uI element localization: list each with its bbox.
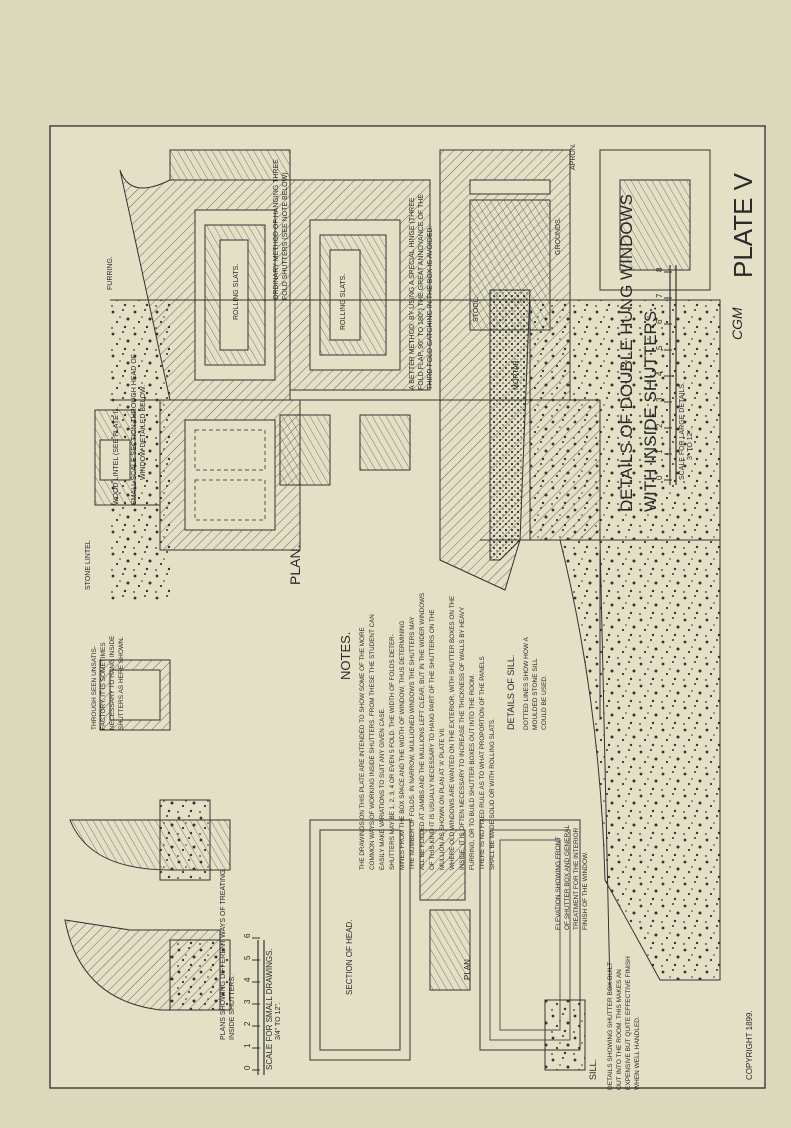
label-plans-showing-1: PLANS SHOWING DIFFERENT WAYS OF TREATING (220, 870, 227, 1040)
scale-large-ticks: 0 1 2 3 4 5 6 7 8 (655, 267, 672, 481)
scale-tick-label: 2 (243, 1021, 252, 1026)
label-details-sill: DETAILS OF SILL. (506, 655, 516, 730)
notes-line-10: WHERE OLD WINDOWS ARE WANTED ON THE EXTE… (449, 596, 456, 870)
label-elevation-4: FINISH OF THE WINDOW. (582, 851, 589, 930)
notes-line-13: THERE IS NO FIXED RULE AS TO WHAT PROPOR… (479, 656, 486, 870)
scale-tick-label: 4 (243, 977, 252, 982)
label-elevation-3: TREATMENT FOR THE INTERIOR (573, 827, 580, 930)
notes-line-2: COMMON WAYS OF WORKING INSIDE SHUTTERS. … (369, 614, 376, 870)
label-better-3: THIRD FOLD CATCHING IN THE BOX IS AVOIDE… (427, 225, 434, 390)
notes-line-14: SHALL BE MADE SOLID OR WITH ROLLING SLAT… (489, 718, 496, 870)
notes-line-1: THE DRAWINGS ON THIS PLATE ARE INTENDED … (359, 627, 366, 870)
scale-large-caption: SCALE FOR LARGE DETAILS. (679, 382, 686, 480)
monogram: CGM (729, 307, 745, 340)
scale-tick-label: 4 (655, 371, 664, 376)
label-small-scale-2: WINDOW DETAILED BELOW. (140, 385, 147, 480)
scale-tick-label: 3 (243, 999, 252, 1004)
label-section-head: SECTION OF HEAD. (345, 919, 354, 995)
scale-tick-label: 6 (655, 319, 664, 324)
title-line-2: WITH INSIDE SHUTTERS. (641, 306, 660, 512)
label-plan: PLAN. (287, 545, 303, 585)
scale-tick-label: 5 (243, 955, 252, 960)
scale-large (669, 265, 677, 485)
label-through-4: SHUTTERS AS HERE SHOWN. (118, 636, 125, 730)
label-small-scale-1: SMALL SCALE SECTION THROUGH HEAD OF (131, 354, 138, 505)
notes-heading: NOTES. (338, 632, 353, 680)
label-mortar: MORTAR. (513, 358, 520, 390)
label-dotted-3: COULD BE USED. (541, 675, 548, 730)
label-stool: STOOL. (473, 296, 480, 322)
label-stone-lintel: STONE LINTEL (85, 540, 92, 590)
label-dotted-1: DOTTED LINES SHOW HOW A (523, 637, 530, 730)
scale-tick-label: 6 (243, 933, 252, 938)
notes-line-7: ALL BE FOLDED AT JAMBS AND THE MULLIONS … (419, 593, 426, 870)
scale-tick-label: 1 (243, 1043, 252, 1048)
label-wood-lintel: WOOD LINTEL (SEE PLATE I). (113, 407, 120, 505)
small-head-section (94, 409, 160, 506)
label-details-box-2: OUT INTO THE ROOM. THIS MAKES AN (616, 969, 623, 1090)
scale-tick-label: 1 (655, 449, 664, 454)
label-through-2: FACTORY, IT IS SOMETIMES (100, 642, 107, 730)
notes-line-8: OF THIS KIND IT IS USUALLY NECESSARY TO … (429, 609, 436, 870)
label-elevation-1: ELEVATION SHOWING FRONT (555, 837, 562, 930)
label-sill: SILL. (588, 1059, 598, 1080)
label-dotted-2: MOULDED STONE SILL (532, 658, 539, 730)
label-elevation-2: OF SHUTTER BOX AND GENERAL (564, 825, 571, 930)
label-ordinary-2: FOLD SHUTTERS (SEE NOTE BELOW). (282, 170, 289, 300)
label-grounds: GROUNDS. (555, 217, 562, 255)
scale-small (257, 940, 265, 1075)
scale-small-caption: SCALE FOR SMALL DRAWINGS. (265, 948, 274, 1070)
label-plan-small: PLAN. (463, 957, 472, 980)
label-through-3: NECESSARY TO HANG INSIDE (109, 635, 116, 730)
label-ordinary-1: ORDINARY METHOD OF HANGING THREE (273, 159, 280, 300)
scale-large-ratio: 3" TO 12". (687, 428, 694, 460)
scale-tick-label: 5 (655, 345, 664, 350)
label-better-2: FOLD FLAP, 90° TO 180°) THE GREAT ANNOYA… (417, 194, 425, 390)
scale-small-ratio: 3/4" TO 12". (275, 1002, 282, 1040)
rotated-labels: PLATE V DETAILS OF DOUBLE HUNG WINDOWS W… (85, 143, 758, 1090)
scale-tick-label: 0 (655, 475, 664, 480)
label-details-box-3: EXPENSIVE BUT QUITE EFFECTIVE FINISH (625, 956, 632, 1090)
label-furring: FURRING. (107, 256, 114, 290)
label-details-box-4: WHEN WELL HANDLED. (634, 1016, 641, 1090)
label-through-1: THROUGH SEEN UNSATIS- (91, 646, 98, 730)
title-line-1: DETAILS OF DOUBLE HUNG WINDOWS (617, 194, 636, 512)
sill-section-drawing (439, 149, 721, 991)
notes-line-3: EASILY MAKE VARIATIONS TO SUIT ANY GIVEN… (379, 707, 386, 870)
label-apron: APRON. (570, 143, 577, 170)
notes-line-11: INSIDE, IT IS OFTEN NECESSARY TO INCREAS… (459, 606, 466, 870)
copyright: COPYRIGHT 1899. (745, 1010, 754, 1080)
scale-small-ticks: 0 1 2 3 4 5 6 (243, 933, 260, 1071)
plate-label: PLATE V (728, 172, 758, 278)
shutter-plans (64, 659, 231, 1011)
shutter-box-details (309, 819, 586, 1071)
label-plans-showing-2: INSIDE SHUTTERS. (229, 975, 236, 1040)
label-details-box-1: DETAILS SHOWING SHUTTER BOX BUILT (607, 962, 614, 1090)
label-rolling-slats-1: ROLLING SLATS. (233, 264, 240, 320)
label-rolling-slats-2: ROLLING SLATS. (340, 274, 347, 330)
scale-tick-label: 7 (655, 293, 664, 298)
notes-line-12: FURRING, OR TO BUILD SHUTTER BOXES OUT I… (469, 674, 476, 870)
notes-line-5: MINES FROM THE BOX SPACE AND THE WIDTH O… (399, 621, 406, 870)
label-better-1: A BETTER METHOD. BY USING A SPECIAL HING… (409, 197, 416, 390)
scale-tick-label: 2 (655, 423, 664, 428)
scale-tick-label: 0 (243, 1065, 252, 1070)
scale-tick-label: 3 (655, 397, 664, 402)
notes-line-4: SHUTTERS MAY BE 1, 2, 3, 4 OR EVEN 5 FOL… (389, 634, 396, 870)
notes-line-9: MULLION AS SHOWN ON PLAN AT 'A' PLATE VI… (439, 727, 446, 870)
notes-line-6: THE NUMBER OF FOLDS. IN NARROW, MULLIONE… (409, 616, 416, 870)
scale-tick-label: 8 (655, 267, 664, 272)
